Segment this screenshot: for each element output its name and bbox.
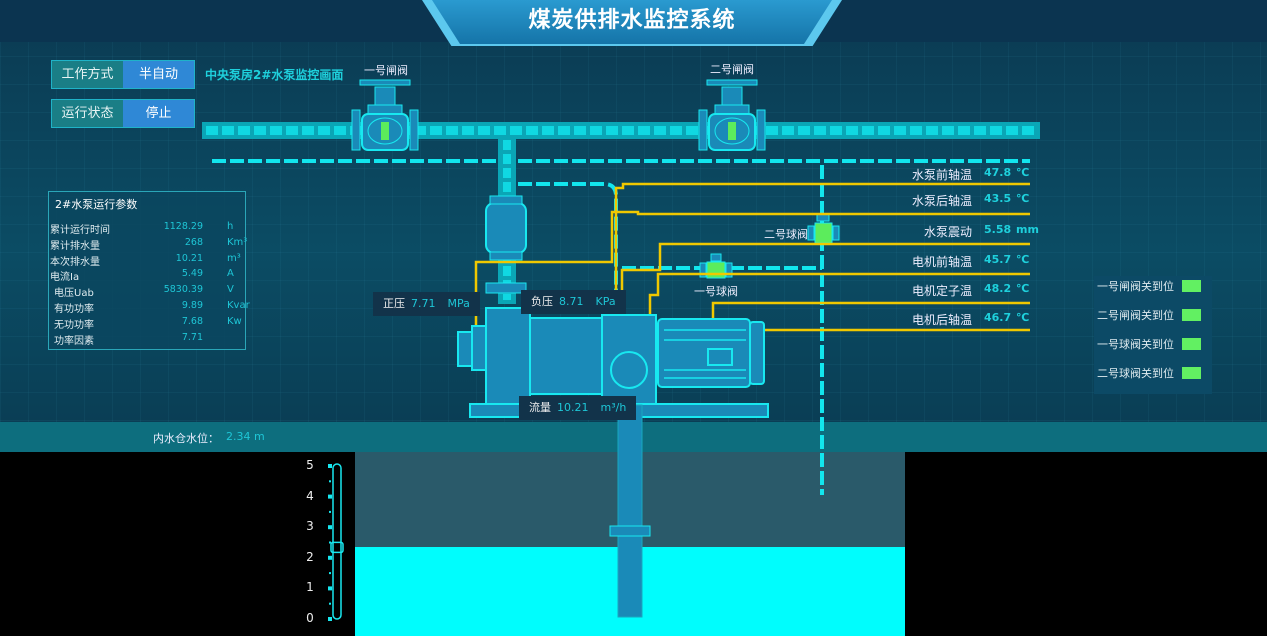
level-tick: 1 — [306, 580, 314, 595]
minor-tick-mark — [329, 541, 331, 544]
major-tick-mark — [328, 555, 332, 560]
major-tick-mark — [328, 586, 332, 591]
run-status-value: 停止 — [123, 100, 194, 127]
screen-name: 中央泵房2#水泵监控画面 — [205, 68, 344, 82]
level-gauge — [332, 463, 342, 620]
minor-tick-mark — [329, 510, 331, 513]
major-tick-mark — [328, 525, 332, 530]
status-indicator — [1182, 338, 1201, 350]
major-tick-mark — [328, 617, 332, 621]
work-mode-value[interactable]: 半自动 — [123, 61, 194, 88]
gate-valve-1-icon — [351, 79, 419, 151]
status-indicator — [1182, 280, 1201, 292]
valve-status-row: 一号闸阀关到位 — [1094, 278, 1212, 294]
gate-valve-1-label: 一号闸阀 — [364, 64, 408, 77]
ball-valve-1-label: 一号球阀 — [694, 285, 738, 298]
level-tick: 2 — [306, 549, 314, 564]
status-indicator — [1182, 309, 1201, 321]
level-tick: 0 — [306, 611, 314, 625]
major-tick-mark — [328, 464, 332, 468]
water-level-value: 2.34 m — [226, 430, 265, 443]
gate-valve-2-label: 二号闸阀 — [710, 63, 754, 76]
minor-tick-mark — [329, 480, 331, 483]
valve-status-row: 一号球阀关到位 — [1094, 336, 1212, 352]
water-level-label: 内水仓水位： — [153, 432, 219, 445]
status-indicator — [1182, 367, 1201, 379]
valve-status-row: 二号球阀关到位 — [1094, 365, 1212, 381]
gate-valve-2-icon — [698, 79, 766, 151]
major-tick-mark — [328, 494, 332, 499]
ball-valve-2-label: 二号球阀 — [764, 228, 808, 241]
level-tick: 3 — [306, 519, 314, 534]
level-tick: 5 — [306, 458, 314, 472]
ball-valve-2-icon — [807, 213, 840, 244]
work-mode[interactable]: 工作方式半自动 — [51, 60, 195, 89]
level-tick: 4 — [306, 488, 314, 503]
level-slider — [330, 541, 344, 554]
run-status: 运行状态停止 — [51, 99, 195, 128]
valve-status-row: 二号闸阀关到位 — [1094, 307, 1212, 323]
work-mode-label: 工作方式 — [52, 61, 123, 88]
minor-tick-mark — [329, 572, 331, 575]
run-status-label: 运行状态 — [52, 100, 123, 127]
params-title: 2#水泵运行参数 — [55, 198, 138, 211]
minor-tick-mark — [329, 602, 331, 605]
page-title: 煤炭供排水监控系统 — [432, 0, 832, 44]
valve-status-panel: 一号闸阀关到位二号闸阀关到位一号球阀关到位二号球阀关到位 — [1094, 276, 1212, 394]
